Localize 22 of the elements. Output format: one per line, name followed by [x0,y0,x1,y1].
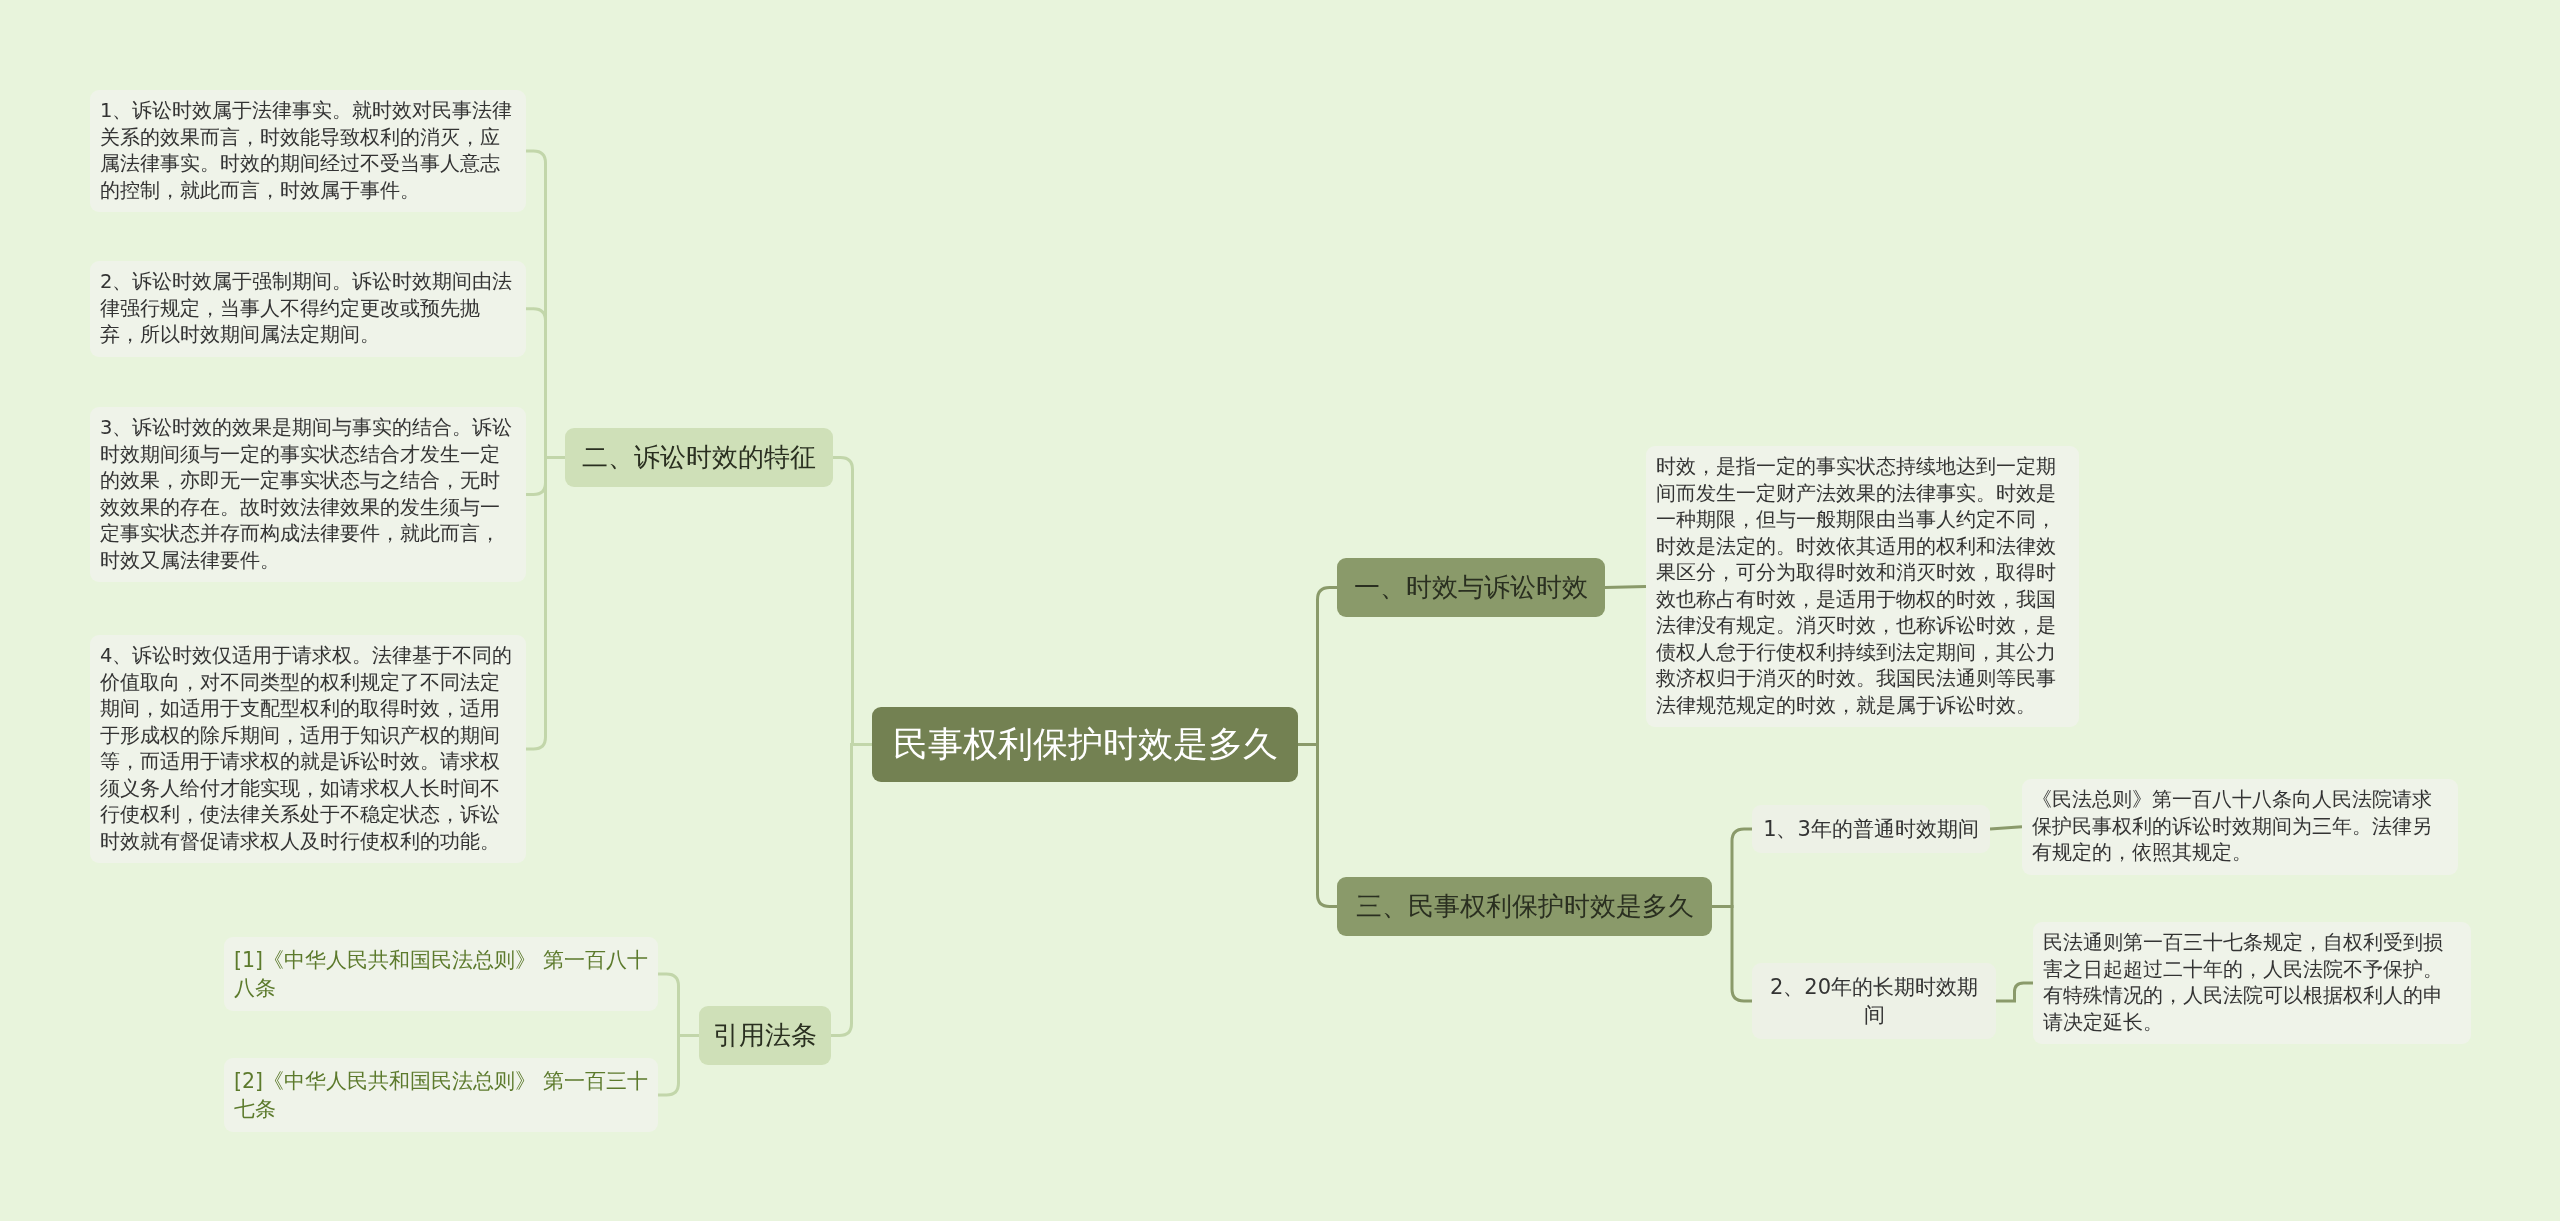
note-box: 2、诉讼时效属于强制期间。诉讼时效期间由法律强行规定，当事人不得约定更改或预先抛弃，所以时效期间属法定期间。 [90,261,526,357]
topic-box: 一、时效与诉讼时效 [1337,558,1605,617]
topic-box: 二、诉讼时效的特征 [565,428,833,487]
connector-line [1996,981,2033,1003]
note-box: 时效，是指一定的事实状态持续地达到一定期间而发生一定财产法效果的法律事实。时效是一种期限，但与一般期限由当事人约定不同，时效是法定的。时效依其适用的权利和法律效果区分，可分为取得时效和消灭时效，取得时效也称占有时效，是适用于物权的时效，我国法律没有规定。消灭时效，也称诉讼时效，是债权人怠于行使权利持续到法定期间，其公力救济权归于消灭的时效。我国民法通则等民事法律规范规定的时效，就是属于诉讼时效。 [1646,446,2079,727]
root-topic-box: 民事权利保护时效是多久 [872,707,1298,782]
connector-line [831,743,872,1037]
note-box: 3、诉讼时效的效果是期间与事实的结合。诉讼时效期间须与一定的事实状态结合才发生一定的效果，亦即无一定事实状态与之结合，无时效效果的存在。故时效法律效果的发生须与一定事实状态并存而构成法律要件，就此而言，时效又属法律要件。 [90,407,526,582]
note-box: 1、诉讼时效属于法律事实。就时效对民事法律关系的效果而言，时效能导致权利的消灭，应属法律事实。时效的期间经过不受当事人意志的控制，就此而言，时效属于事件。 [90,90,526,212]
note-box: 《民法总则》第一百八十八条向人民法院请求保护民事权利的诉讼时效期间为三年。法律另有规定的，依照其规定。 [2022,779,2458,875]
connector-line [1989,825,2023,831]
connector-line [658,1034,699,1097]
connector-line [1298,743,1337,908]
note-box: 4、诉讼时效仅适用于请求权。法律基于不同的价值取向，对不同类型的权利规定了不同法定期间，如适用于支配型权利的取得时效，适用于形成权的除斥期间，适用于知识产权的期间等，而适用于请求权的就是诉讼时效。请求权须义务人给付才能实现，如请求权人长时间不行使权利，使法律关系处于不稳定状态，诉讼时效就有督促请求权人及时行使权利的功能。 [90,635,526,863]
connector-line [1604,585,1647,589]
citation-box: [1]《中华人民共和国民法总则》 第一百八十八条 [224,937,658,1011]
subtopic-box: 2、20年的长期时效期间 [1752,963,1996,1039]
citation-box: [2]《中华人民共和国民法总则》 第一百三十七条 [224,1058,658,1132]
topic-box: 三、民事权利保护时效是多久 [1337,877,1712,936]
topic-box: 引用法条 [699,1006,831,1065]
note-box: 民法通则第一百三十七条规定，自权利受到损害之日起超过二十年的，人民法院不予保护。有特殊情况的，人民法院可以根据权利人的申请决定延长。 [2033,922,2471,1044]
subtopic-box: 1、3年的普通时效期间 [1752,805,1990,853]
